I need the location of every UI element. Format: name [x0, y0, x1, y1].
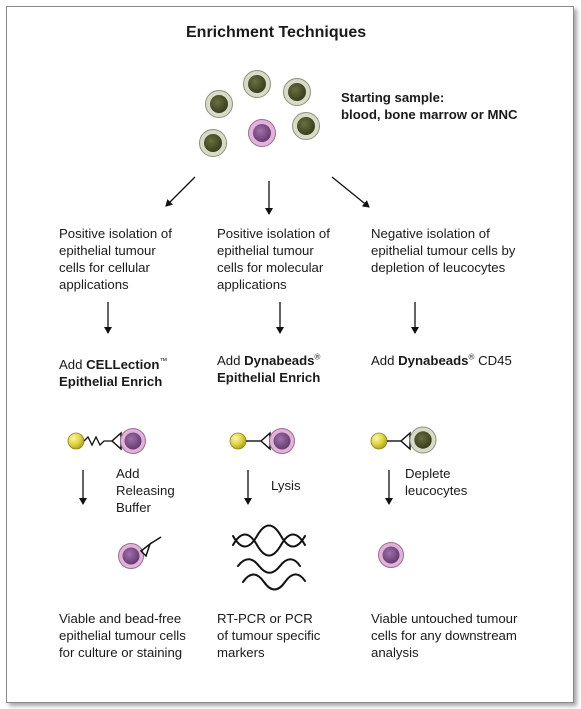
nucleic-acid-strand: [232, 533, 306, 557]
isolation-text-line: applications: [59, 277, 129, 292]
tumour-nucleus: [124, 432, 142, 450]
reagent-prefix: Add: [217, 353, 245, 368]
reagent-label: Add Dynabeads® CD45: [371, 353, 512, 369]
result-text-line: markers: [217, 645, 265, 660]
bead: [67, 432, 85, 450]
result-text-line: cells for any downstream: [371, 628, 517, 643]
starting-sample-detail: blood, bone marrow or MNC: [341, 107, 518, 122]
antibody: [259, 431, 271, 451]
isolation-text-line: depletion of leucocytes: [371, 260, 506, 275]
reagent-prefix: Add: [371, 353, 399, 368]
isolation-text-line: cells for cellular: [59, 260, 150, 275]
registered-mark: ®: [468, 352, 475, 362]
reagent-label-line2: Epithelial Enrich: [59, 374, 163, 389]
bead: [370, 432, 388, 450]
released-tumour-cell: [118, 536, 162, 569]
result-text-line: RT-PCR or PCR: [217, 611, 313, 626]
starting-sample-label: Starting sample:: [341, 90, 445, 105]
result-text-line: analysis: [371, 645, 419, 660]
reagent-name: Dynabeads: [398, 353, 469, 368]
isolation-text-line: cells for molecular: [217, 260, 324, 275]
antibody: [139, 541, 152, 558]
leucocyte-cell: [243, 70, 271, 98]
registered-mark: ®: [314, 352, 321, 362]
dynabeads-cd45-complex: [370, 426, 437, 454]
step-text-line: Deplete: [405, 466, 451, 481]
isolation-text-line: Positive isolation of: [59, 226, 172, 241]
leucocyte-nucleus: [414, 431, 432, 449]
reagent-label: Add CELLection™: [59, 357, 167, 373]
reagent-label-line2: Epithelial Enrich: [217, 370, 321, 385]
isolation-text-line: Positive isolation of: [217, 226, 330, 241]
reagent-arrows: [104, 302, 419, 334]
starting-sample-cells: [199, 70, 320, 157]
arrow-to-column-3: [331, 176, 370, 208]
reagent-prefix: Add: [59, 357, 87, 372]
isolation-text-line: epithelial tumour: [59, 243, 156, 258]
tumour-nucleus: [273, 432, 291, 450]
reagent-name: Dynabeads: [244, 353, 315, 368]
step-arrows: [79, 470, 393, 505]
isolation-text-line: applications: [217, 277, 287, 292]
tumour-cell: [248, 119, 276, 147]
nucleic-acid-strand: [237, 558, 301, 574]
antibody: [399, 431, 411, 451]
nucleic-acid-strand: [232, 524, 306, 548]
isolation-text-line: epithelial tumour cells by: [371, 243, 516, 258]
reagent-name: CELLection: [86, 357, 160, 372]
isolation-text-line: Negative isolation of: [371, 226, 490, 241]
step-text-line: Releasing: [116, 483, 175, 498]
figure-title: Enrichment Techniques: [186, 24, 367, 41]
step-text-line: leucocytes: [405, 483, 468, 498]
step-text-line: Buffer: [116, 500, 151, 515]
arrow-to-column-1: [165, 176, 196, 207]
isolation-text-line: epithelial tumour: [217, 243, 314, 258]
dna-linker: [83, 435, 112, 447]
leucocyte-cell: [205, 90, 233, 118]
result-text-line: Viable untouched tumour: [371, 611, 518, 626]
result-text-line: of tumour specific: [217, 628, 321, 643]
tumour-nucleus: [382, 546, 400, 564]
step-text-line: Lysis: [271, 478, 301, 493]
cellection-bead-complex: [67, 428, 146, 454]
branch-arrows: [165, 176, 370, 215]
reagent-suffix: CD45: [474, 353, 512, 368]
leucocyte-cell: [292, 112, 320, 140]
leucocyte-cell: [199, 129, 227, 157]
step-text-line: Add: [116, 466, 140, 481]
bead: [229, 432, 247, 450]
result-text-line: Viable and bead-free: [59, 611, 182, 626]
dynabeads-epithelial-complex: [229, 428, 295, 454]
result-text-line: epithelial tumour cells: [59, 628, 186, 643]
nucleic-acid-strands: [232, 524, 306, 591]
reagent-label: Add Dynabeads®: [217, 353, 320, 369]
untouched-tumour-cell: [378, 542, 404, 568]
result-text-line: for culture or staining: [59, 645, 183, 660]
figure-frame: [6, 6, 574, 703]
leucocyte-cell: [283, 78, 311, 106]
trademark-mark: ™: [159, 356, 168, 366]
tumour-nucleus: [122, 547, 140, 565]
antibody: [110, 431, 122, 451]
nucleic-acid-strand: [242, 573, 306, 591]
